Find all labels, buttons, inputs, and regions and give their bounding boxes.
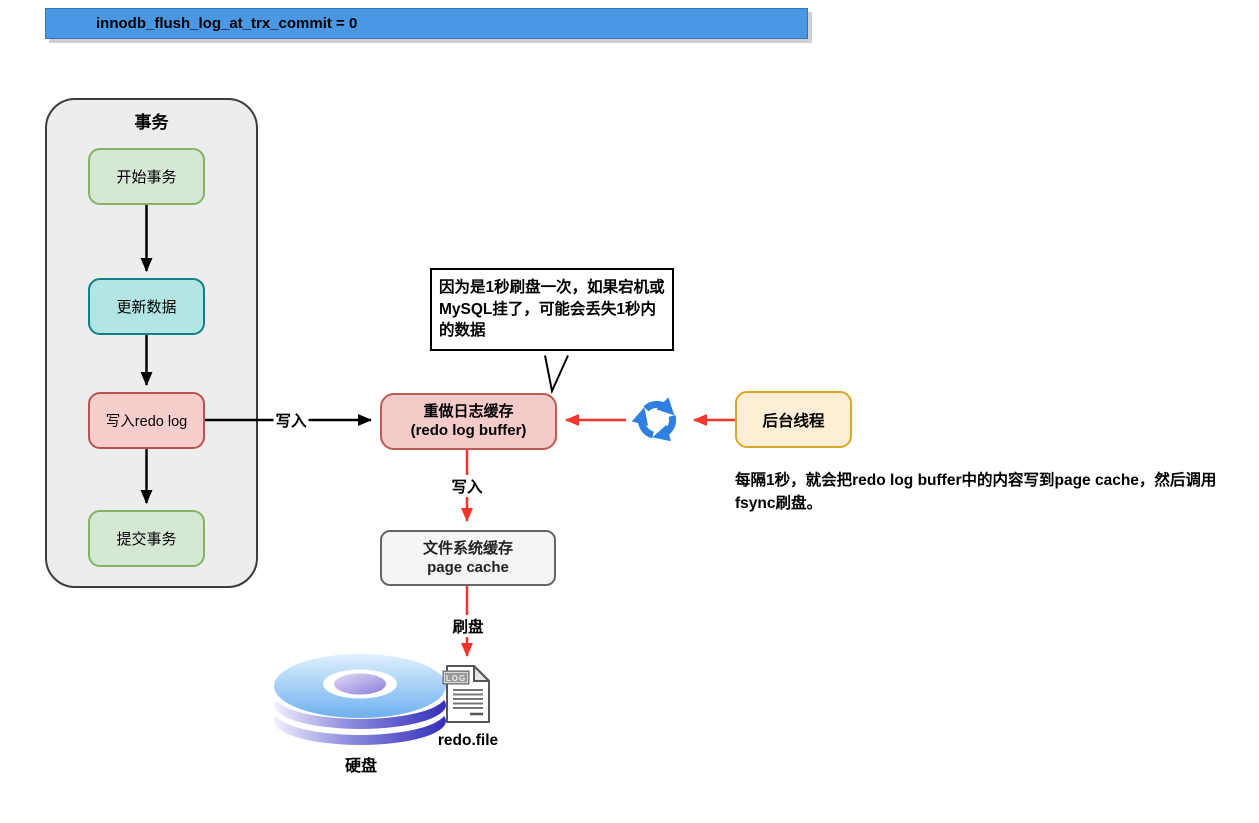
node-update-data: 更新数据 [88, 278, 205, 335]
log-file-icon: LOG [442, 665, 490, 723]
callout-note: 因为是1秒刷盘一次，如果宕机或MySQL挂了，可能会丢失1秒内的数据 [430, 268, 674, 352]
node-redo-log-buffer: 重做日志缓存 (redo log buffer) [380, 393, 557, 450]
redo-file-label: redo.file [437, 732, 499, 749]
hard-disk-label: 硬盘 [344, 758, 378, 775]
title-banner-text: innodb_flush_log_at_trx_commit = 0 [96, 15, 358, 32]
redo-log-buffer-line2: (redo log buffer) [410, 421, 527, 439]
log-badge-text: LOG [446, 674, 466, 683]
hard-disk-icon [274, 654, 446, 745]
edge-label-write-2: 写入 [449, 475, 485, 497]
page-cache-line1: 文件系统缓存 [422, 539, 513, 557]
transaction-panel-title: 事务 [134, 113, 169, 132]
background-thread-label: 后台线程 [762, 412, 825, 430]
callout-tail [544, 355, 569, 395]
node-begin-transaction-label: 开始事务 [116, 169, 177, 186]
node-update-data-label: 更新数据 [116, 299, 177, 316]
node-write-redo-log-label: 写入redo log [105, 414, 188, 430]
node-begin-transaction: 开始事务 [88, 148, 205, 205]
node-commit-transaction-label: 提交事务 [116, 531, 177, 548]
node-commit-transaction: 提交事务 [88, 510, 205, 567]
edge-label-write-1: 写入 [273, 409, 309, 431]
title-banner: innodb_flush_log_at_trx_commit = 0 [45, 8, 808, 39]
edge-label-flush: 刷盘 [450, 615, 486, 637]
log-badge: LOG [442, 670, 470, 685]
node-write-redo-log: 写入redo log [88, 392, 205, 449]
callout-note-text: 因为是1秒刷盘一次，如果宕机或MySQL挂了，可能会丢失1秒内的数据 [439, 279, 665, 340]
background-thread-description: 每隔1秒，就会把redo log buffer中的内容写到page cache，… [735, 472, 1217, 513]
node-page-cache: 文件系统缓存 page cache [380, 530, 556, 586]
redo-log-buffer-line1: 重做日志缓存 [423, 402, 514, 420]
node-background-thread: 后台线程 [735, 391, 852, 448]
page-cache-line2: page cache [427, 559, 509, 576]
refresh-icon [631, 397, 677, 442]
